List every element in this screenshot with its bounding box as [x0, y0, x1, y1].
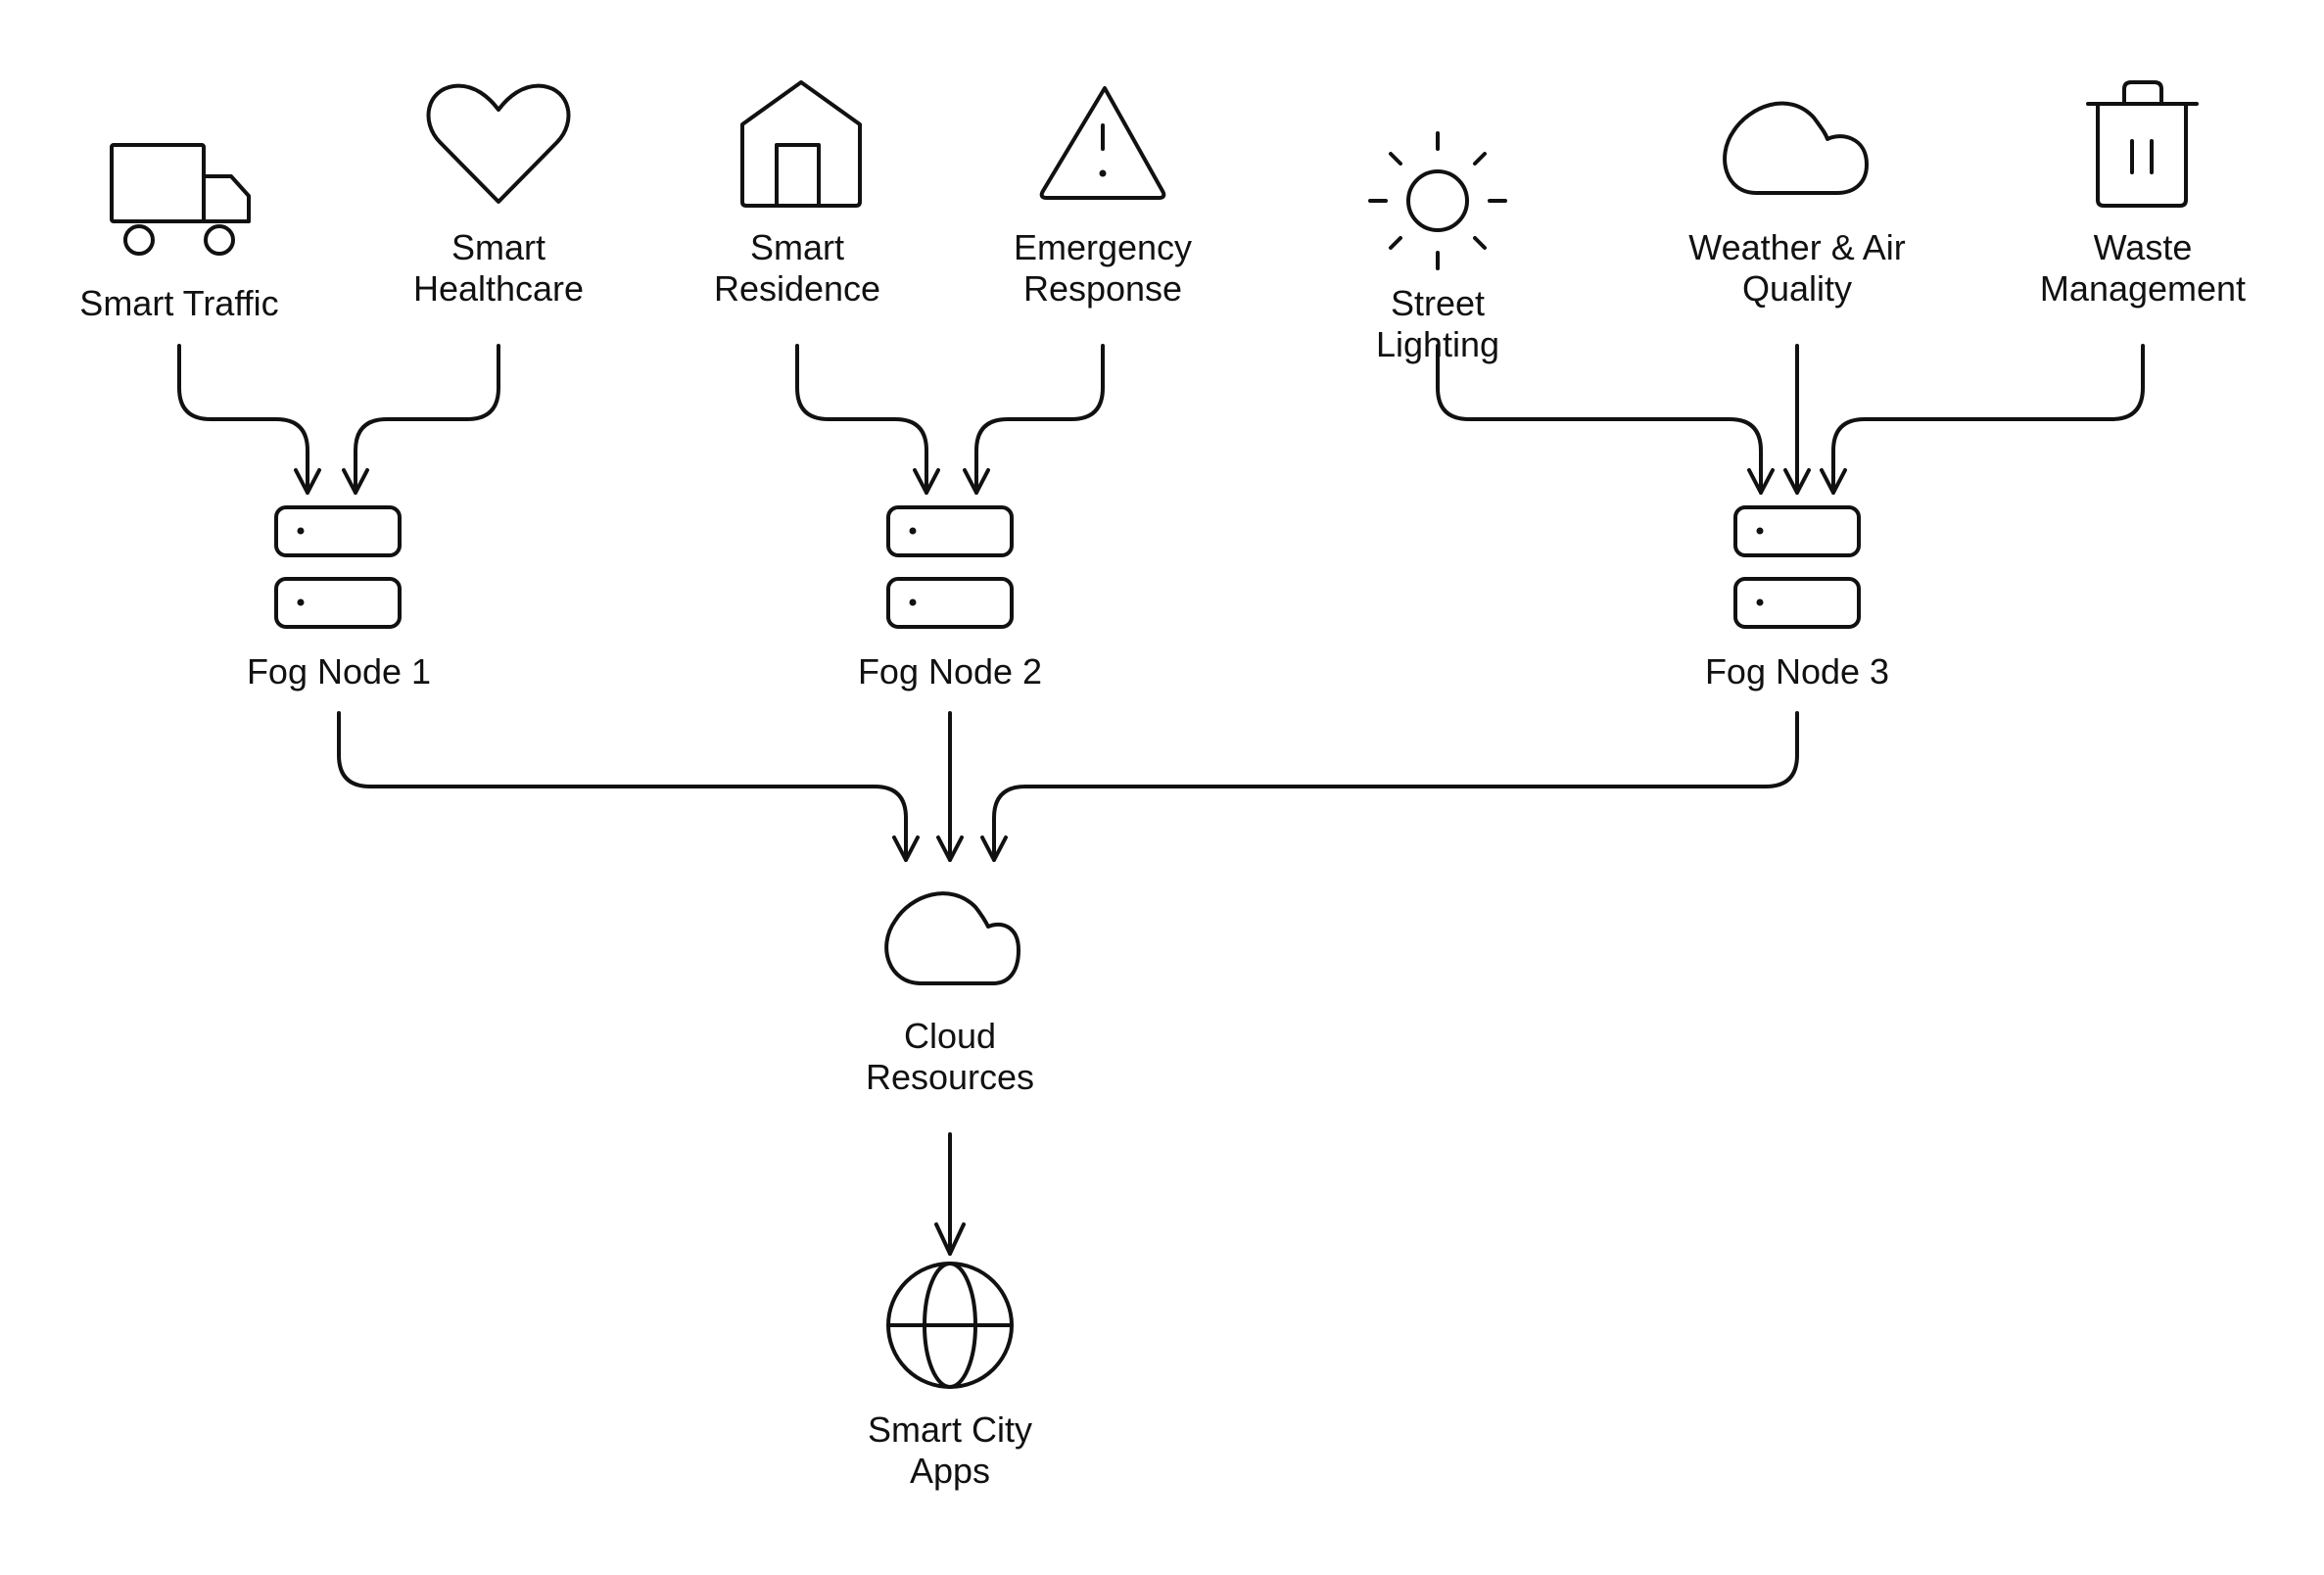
warning-triangle-icon [1039, 86, 1166, 200]
globe-icon [886, 1262, 1014, 1389]
fog-node-2-server-icon [886, 505, 1014, 629]
label-emergency-response: Emergency Response [1013, 227, 1193, 309]
label-waste-management: Waste Management [2039, 227, 2247, 309]
sun-icon [1368, 131, 1507, 270]
connector-cloud-to-apps [934, 1132, 966, 1256]
connector-residence-to-fog2 [795, 344, 940, 495]
heart-icon [426, 83, 571, 204]
label-smart-residence: Smart Residence [713, 227, 881, 309]
connector-emergency-to-fog2 [963, 344, 1105, 495]
label-fog-node-3: Fog Node 3 [1704, 651, 1890, 692]
connector-traffic-to-fog1 [177, 344, 321, 495]
cloud-resources-icon [884, 891, 1020, 985]
label-smart-traffic: Smart Traffic [79, 283, 279, 323]
label-cloud-resources: Cloud Resources [865, 1016, 1035, 1097]
label-fog-node-2: Fog Node 2 [857, 651, 1043, 692]
connector-fog2-to-cloud [936, 711, 964, 862]
house-icon [740, 80, 862, 208]
connector-fog3-to-cloud [980, 711, 1799, 862]
connector-lighting-to-fog3 [1436, 344, 1775, 495]
label-weather-air-quality: Weather & Air Quality [1688, 227, 1906, 309]
fog-node-1-server-icon [274, 505, 402, 629]
connector-fog1-to-cloud [337, 711, 920, 862]
label-fog-node-1: Fog Node 1 [246, 651, 432, 692]
connector-weather-to-fog3 [1783, 344, 1811, 495]
weather-cloud-icon [1723, 101, 1869, 195]
connector-healthcare-to-fog1 [342, 344, 500, 495]
trash-can-icon [2086, 80, 2199, 208]
label-smart-city-apps: Smart City Apps [867, 1409, 1033, 1491]
connector-waste-to-fog3 [1820, 344, 2145, 495]
label-street-lighting: Street Lighting [1375, 283, 1500, 364]
fog-node-3-server-icon [1733, 505, 1861, 629]
truck-icon [110, 143, 251, 256]
label-smart-healthcare: Smart Healthcare [412, 227, 585, 309]
